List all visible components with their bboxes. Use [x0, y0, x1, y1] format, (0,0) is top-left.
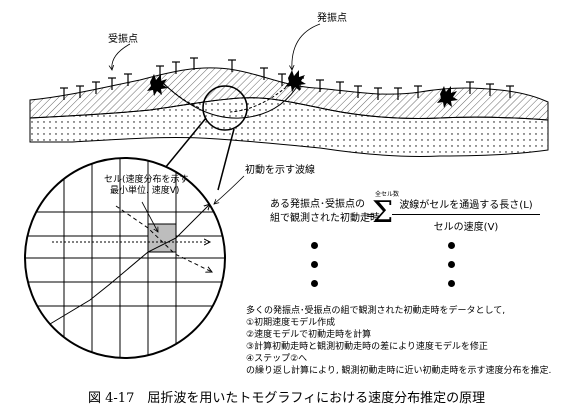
ellipsis-dot [311, 261, 318, 268]
fraction-bar [392, 214, 540, 215]
cell-label-line2: 最小単位. 速度V) [110, 186, 180, 196]
section-ray-paths [159, 79, 301, 119]
highlighted-cell [147, 223, 177, 253]
source-bursts [147, 70, 458, 108]
receiver-label: 受振点 [108, 34, 138, 45]
magnified-ray-paths [39, 204, 212, 331]
formula-lhs-line2: 組で観測された初動走時 [270, 213, 380, 224]
procedure-line: ②速度モデルで初動走時を計算 [246, 330, 372, 340]
procedure-line: の繰り返し計算により, 観測初動走時に近い初動走時を示す速度分布を推定. [246, 366, 552, 376]
first-arrival-wave-label: 初動を示す波線 [245, 165, 315, 176]
source-leader [292, 23, 321, 70]
cell-label-leader [141, 201, 158, 232]
ellipsis-dot [448, 261, 455, 268]
receiver-leader [112, 43, 131, 70]
zoom-connector-left [164, 117, 207, 169]
zoom-connector-right [217, 128, 235, 191]
cell-label-line1: セル(速度分布を示す [104, 175, 189, 185]
formula-sigma: Σ [372, 195, 394, 230]
procedure-line: 多くの発振点･受振点の組で観測された初動走時をデータとして, [246, 306, 506, 316]
ellipsis-dot [448, 280, 455, 287]
formula-numerator: 波線がセルを通過する長さ(L) [399, 200, 533, 211]
figure-caption: 図 4-17 屈折波を用いたトモグラフィにおける速度分布推定の原理 [88, 391, 486, 406]
wave-label-leader [214, 175, 245, 204]
procedure-line: ③計算初動走時と観測初動走時の差により速度モデルを修正 [246, 342, 488, 352]
formula-sigma-label: 全セル数 [375, 191, 400, 198]
formula-lhs-line1: ある発振点･受振点の [270, 199, 365, 210]
receiver-markers [60, 57, 514, 100]
zoom-source-circle [202, 85, 248, 131]
ellipsis-dot [311, 280, 318, 287]
formula-denominator: セルの速度(V) [433, 222, 499, 233]
formula-equals: = [366, 209, 376, 222]
ellipsis-dot [311, 242, 318, 249]
procedure-line: ④ステップ②へ [246, 354, 308, 364]
source-label: 発振点 [317, 13, 347, 24]
ellipsis-dot [448, 242, 455, 249]
procedure-line: ①初期速度モデル作成 [246, 318, 336, 328]
formula-fraction: 波線がセルを通過する長さ(L) セルの速度(V) [386, 196, 546, 233]
